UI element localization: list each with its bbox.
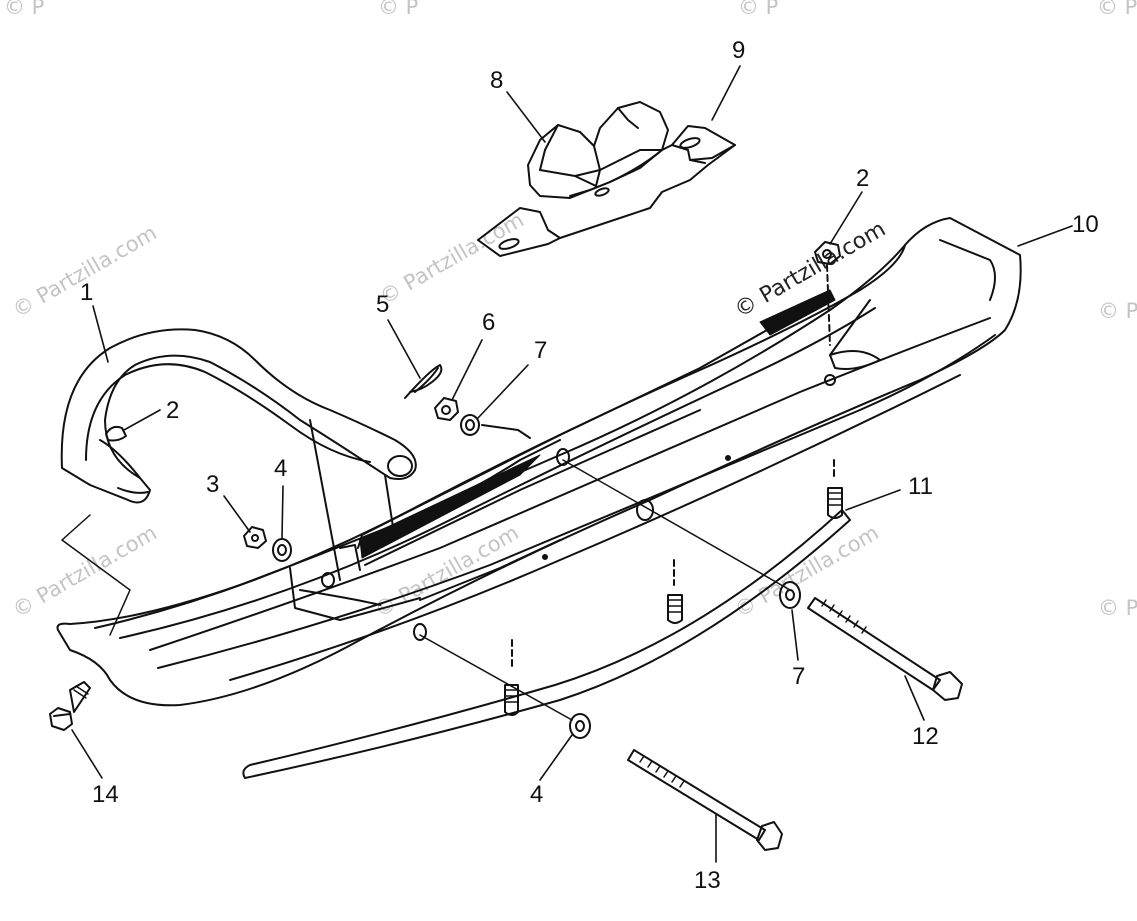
callout-3: 3 bbox=[206, 471, 219, 498]
callout-9: 9 bbox=[732, 37, 745, 64]
callout-14: 14 bbox=[92, 781, 119, 808]
wear-bar-part bbox=[242, 459, 851, 779]
ski-handle-part bbox=[60, 328, 417, 581]
watermark-corner: © P bbox=[1098, 299, 1137, 323]
leader-lines bbox=[71, 65, 1073, 863]
callout-7: 7 bbox=[534, 337, 547, 364]
callout-12: 12 bbox=[912, 723, 939, 750]
watermark-corner: © P bbox=[1098, 596, 1137, 620]
callout-4: 4 bbox=[274, 455, 287, 482]
callout-4: 4 bbox=[530, 781, 543, 808]
watermark-corner: © P bbox=[378, 0, 418, 19]
callout-2: 2 bbox=[856, 165, 869, 192]
watermark-layer: © P © P © P © P © Partzilla.com © Partzi… bbox=[4, 0, 1137, 622]
watermark-text: © Partzilla.com bbox=[376, 208, 528, 310]
callout-13: 13 bbox=[694, 867, 721, 894]
ski-saddle-part bbox=[477, 101, 736, 257]
ski-body-part bbox=[56, 217, 1022, 707]
callout-11: 11 bbox=[908, 473, 933, 500]
callout-2: 2 bbox=[166, 397, 179, 424]
callout-labels: 1 2 2 3 4 4 5 6 7 7 8 9 10 11 12 13 14 bbox=[80, 37, 1099, 894]
watermark-text: © Partzilla.com bbox=[731, 521, 883, 623]
bolt-parts bbox=[49, 597, 963, 851]
callout-5: 5 bbox=[376, 291, 389, 318]
callout-6: 6 bbox=[482, 309, 495, 336]
watermark-corner: © P bbox=[1097, 0, 1137, 19]
watermark-corner: © P bbox=[738, 0, 778, 19]
watermark-corner: © P bbox=[4, 0, 44, 19]
callout-10: 10 bbox=[1072, 211, 1099, 238]
hardware-parts bbox=[243, 241, 841, 739]
assembly-lines bbox=[61, 459, 791, 721]
watermark-text: © Partzilla.com bbox=[9, 521, 161, 623]
callout-7: 7 bbox=[792, 663, 805, 690]
callout-8: 8 bbox=[490, 67, 503, 94]
callout-1: 1 bbox=[80, 279, 93, 306]
watermark-text: © Partzilla.com bbox=[9, 221, 161, 323]
